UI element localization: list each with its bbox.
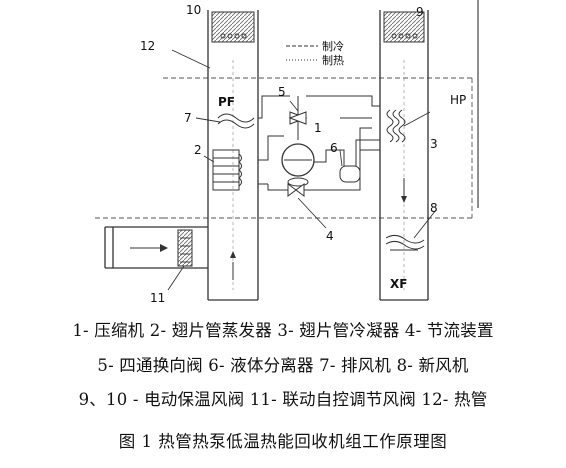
fresh-air-duct — [379, 10, 429, 301]
label-5: 5 — [278, 85, 286, 99]
throttle-device-4 — [287, 183, 305, 197]
evaporator-2 — [212, 149, 242, 191]
label-11: 11 — [150, 291, 165, 305]
key-heating-label: 制热 — [322, 54, 344, 67]
legend-line-1: 1- 压缩机 2- 翅片管蒸发器 3- 翅片管冷凝器 4- 节流装置 — [72, 321, 494, 340]
key-cooling-label: 制冷 — [322, 40, 344, 53]
label-12: 12 — [140, 39, 155, 53]
liquid-separator-6 — [339, 165, 361, 183]
exhaust-flow-arrowhead — [230, 251, 236, 258]
four-way-valve-5 — [288, 111, 308, 125]
label-7: 7 — [184, 111, 192, 125]
figure-caption: 图 1 热管热泵低温热能回收机组工作原理图 — [118, 432, 448, 451]
label-xf: XF — [390, 277, 407, 291]
fresh-air-flow-arrowhead — [401, 196, 407, 203]
leader-lines — [167, 49, 437, 291]
legend-line-3: 9、10 - 电动保温风阀 11- 联动自控调节风阀 12- 热管 — [78, 390, 488, 409]
label-9: 9 — [416, 5, 424, 19]
damper-11 — [177, 229, 193, 267]
inlet-flow-arrowhead — [160, 244, 168, 252]
label-1: 1 — [314, 121, 322, 135]
exhaust-duct — [207, 10, 259, 301]
label-2: 2 — [194, 143, 202, 157]
refrigerant-piping — [258, 95, 380, 191]
condenser-3 — [386, 109, 406, 143]
label-6: 6 — [330, 141, 338, 155]
label-10: 10 — [186, 3, 201, 17]
damper-9 — [383, 11, 425, 43]
label-hp: HP — [450, 93, 466, 107]
label-3: 3 — [430, 137, 438, 151]
label-4: 4 — [326, 229, 334, 243]
label-8: 8 — [430, 201, 438, 215]
inlet-duct — [104, 226, 208, 269]
damper-9-coils — [391, 33, 418, 39]
damper-10-coils — [220, 33, 247, 39]
fresh-air-fan-8 — [385, 234, 425, 251]
damper-11-blades — [180, 237, 190, 263]
schematic-diagram: 10 9 12 制冷 制热 PF 5 7 1 6 2 HP 3 8 4 XF 1… — [95, 0, 479, 305]
compressor-base — [287, 177, 309, 187]
damper-10 — [211, 11, 255, 43]
legend-line-2: 5- 四通换向阀 6- 液体分离器 7- 排风机 8- 新风机 — [97, 356, 469, 375]
heat-pipe-dashed-boundary — [95, 77, 473, 219]
exhaust-fan-7 — [217, 113, 255, 129]
label-pf: PF — [218, 95, 235, 109]
